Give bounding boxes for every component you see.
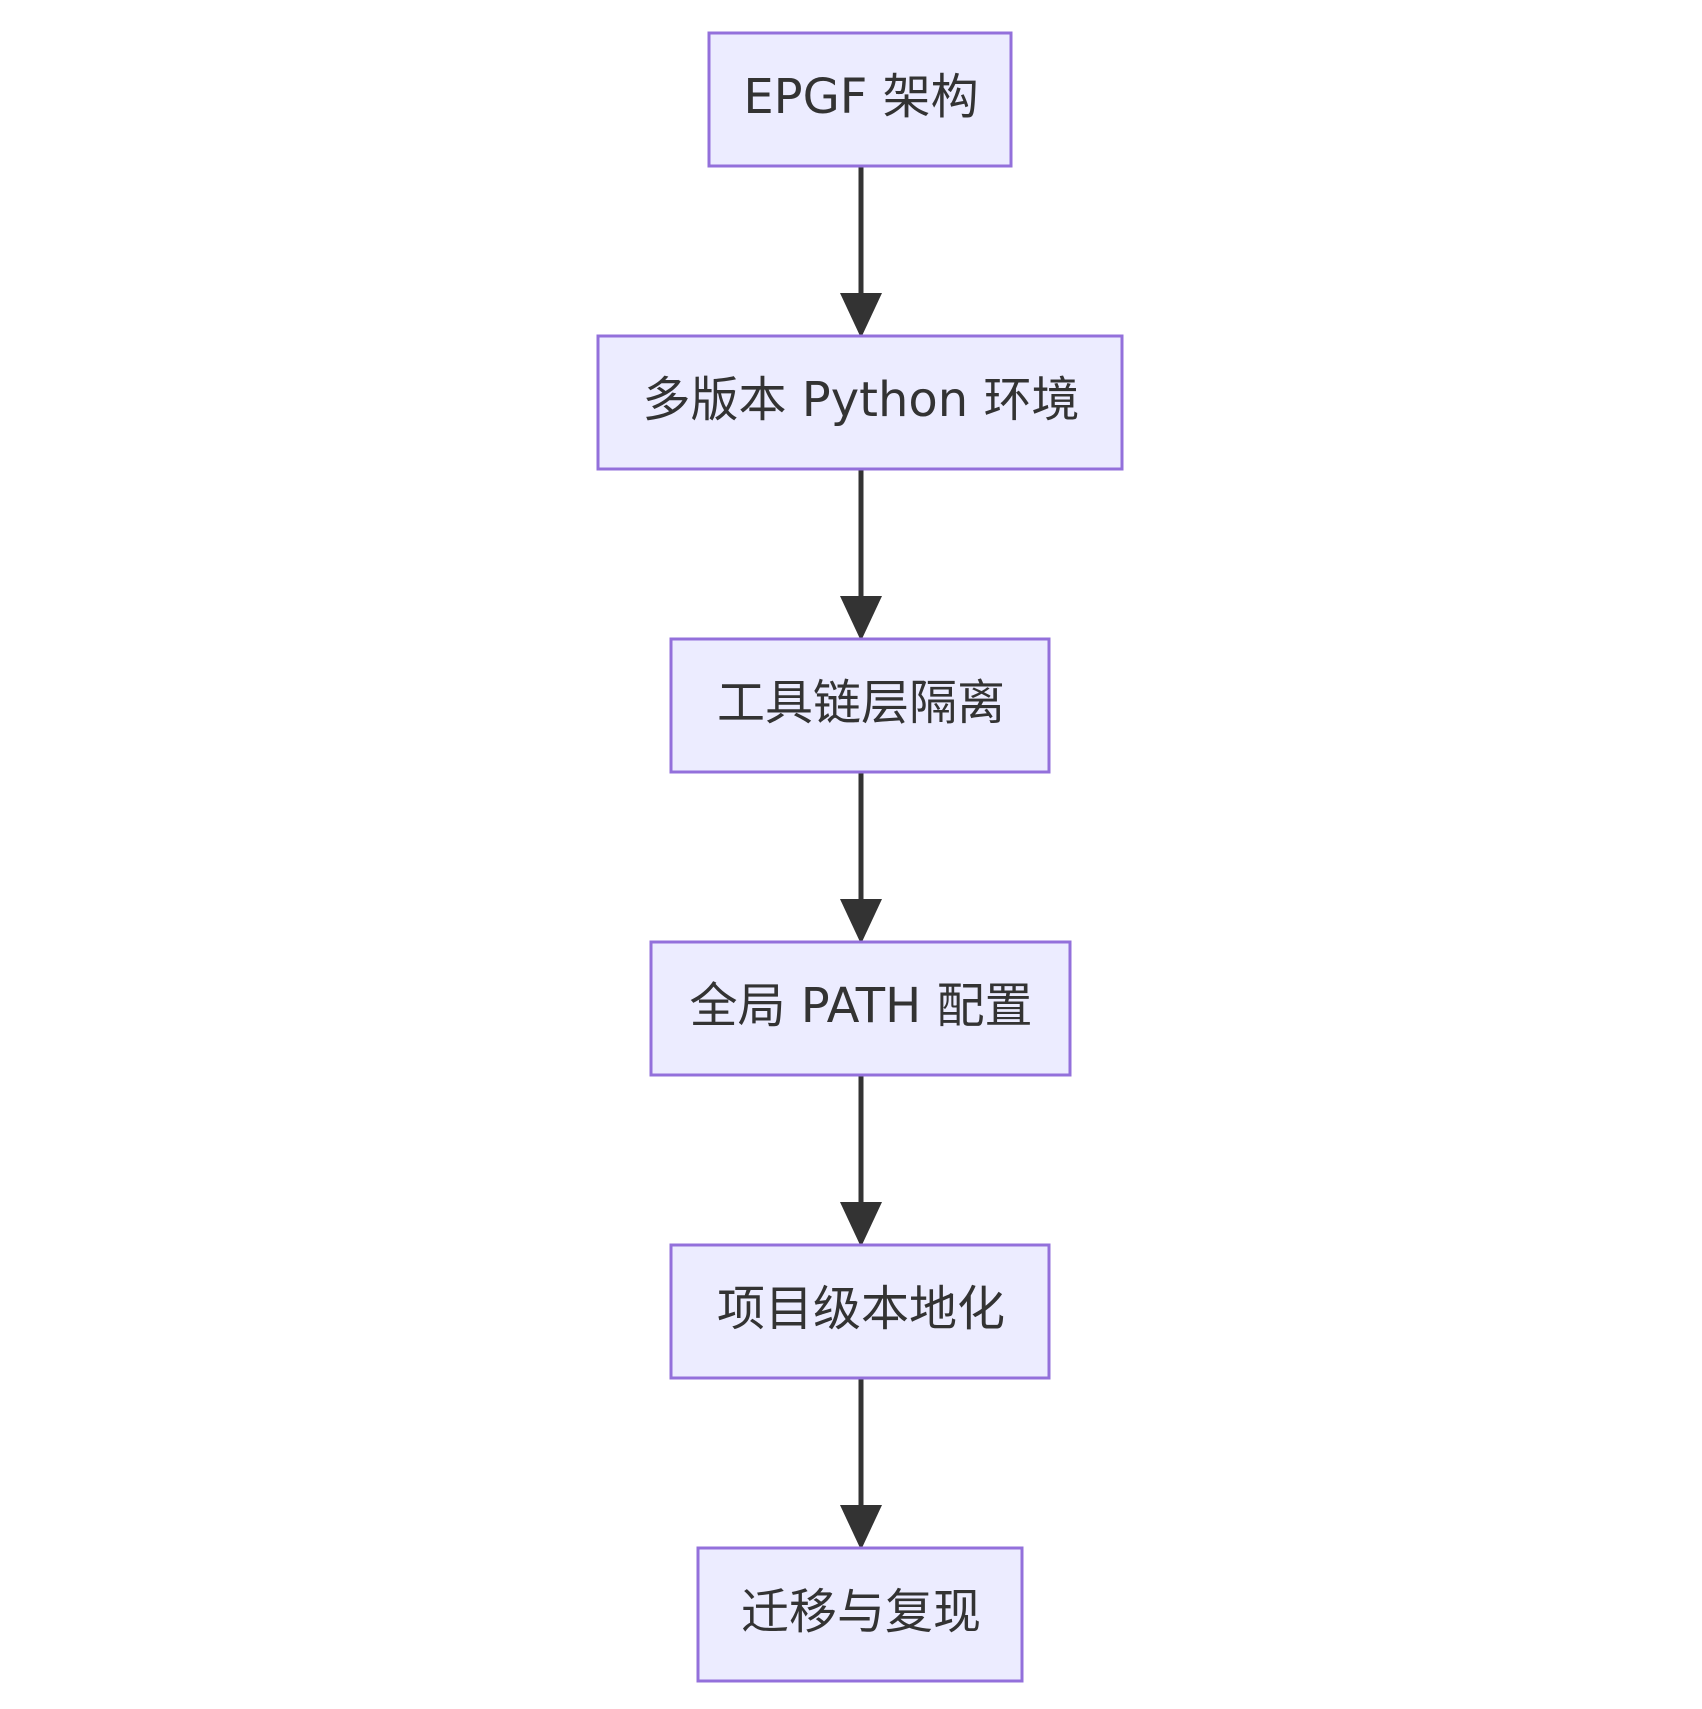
node-label: 工具链层隔离 [717, 675, 1005, 731]
edge-n2-n3 [840, 469, 882, 641]
node-label: EPGF 架构 [743, 69, 978, 125]
node-label: 多版本 Python 环境 [643, 372, 1080, 428]
edge-n4-n5 [840, 1075, 882, 1247]
node-label: 迁移与复现 [741, 1584, 981, 1640]
node-global-path-config[interactable]: 全局 PATH 配置 [649, 940, 1072, 1077]
node-multi-python-env[interactable]: 多版本 Python 环境 [596, 334, 1124, 471]
node-project-localization[interactable]: 项目级本地化 [669, 1243, 1051, 1380]
edge-n1-n2 [840, 166, 882, 338]
node-toolchain-isolation[interactable]: 工具链层隔离 [669, 637, 1051, 774]
node-epgf-architecture[interactable]: EPGF 架构 [707, 31, 1013, 168]
edge-n3-n4 [840, 772, 882, 944]
node-label: 全局 PATH 配置 [690, 978, 1033, 1034]
edge-n5-n6 [840, 1378, 882, 1550]
node-migration-reproduction[interactable]: 迁移与复现 [696, 1546, 1024, 1683]
node-label: 项目级本地化 [717, 1281, 1005, 1337]
